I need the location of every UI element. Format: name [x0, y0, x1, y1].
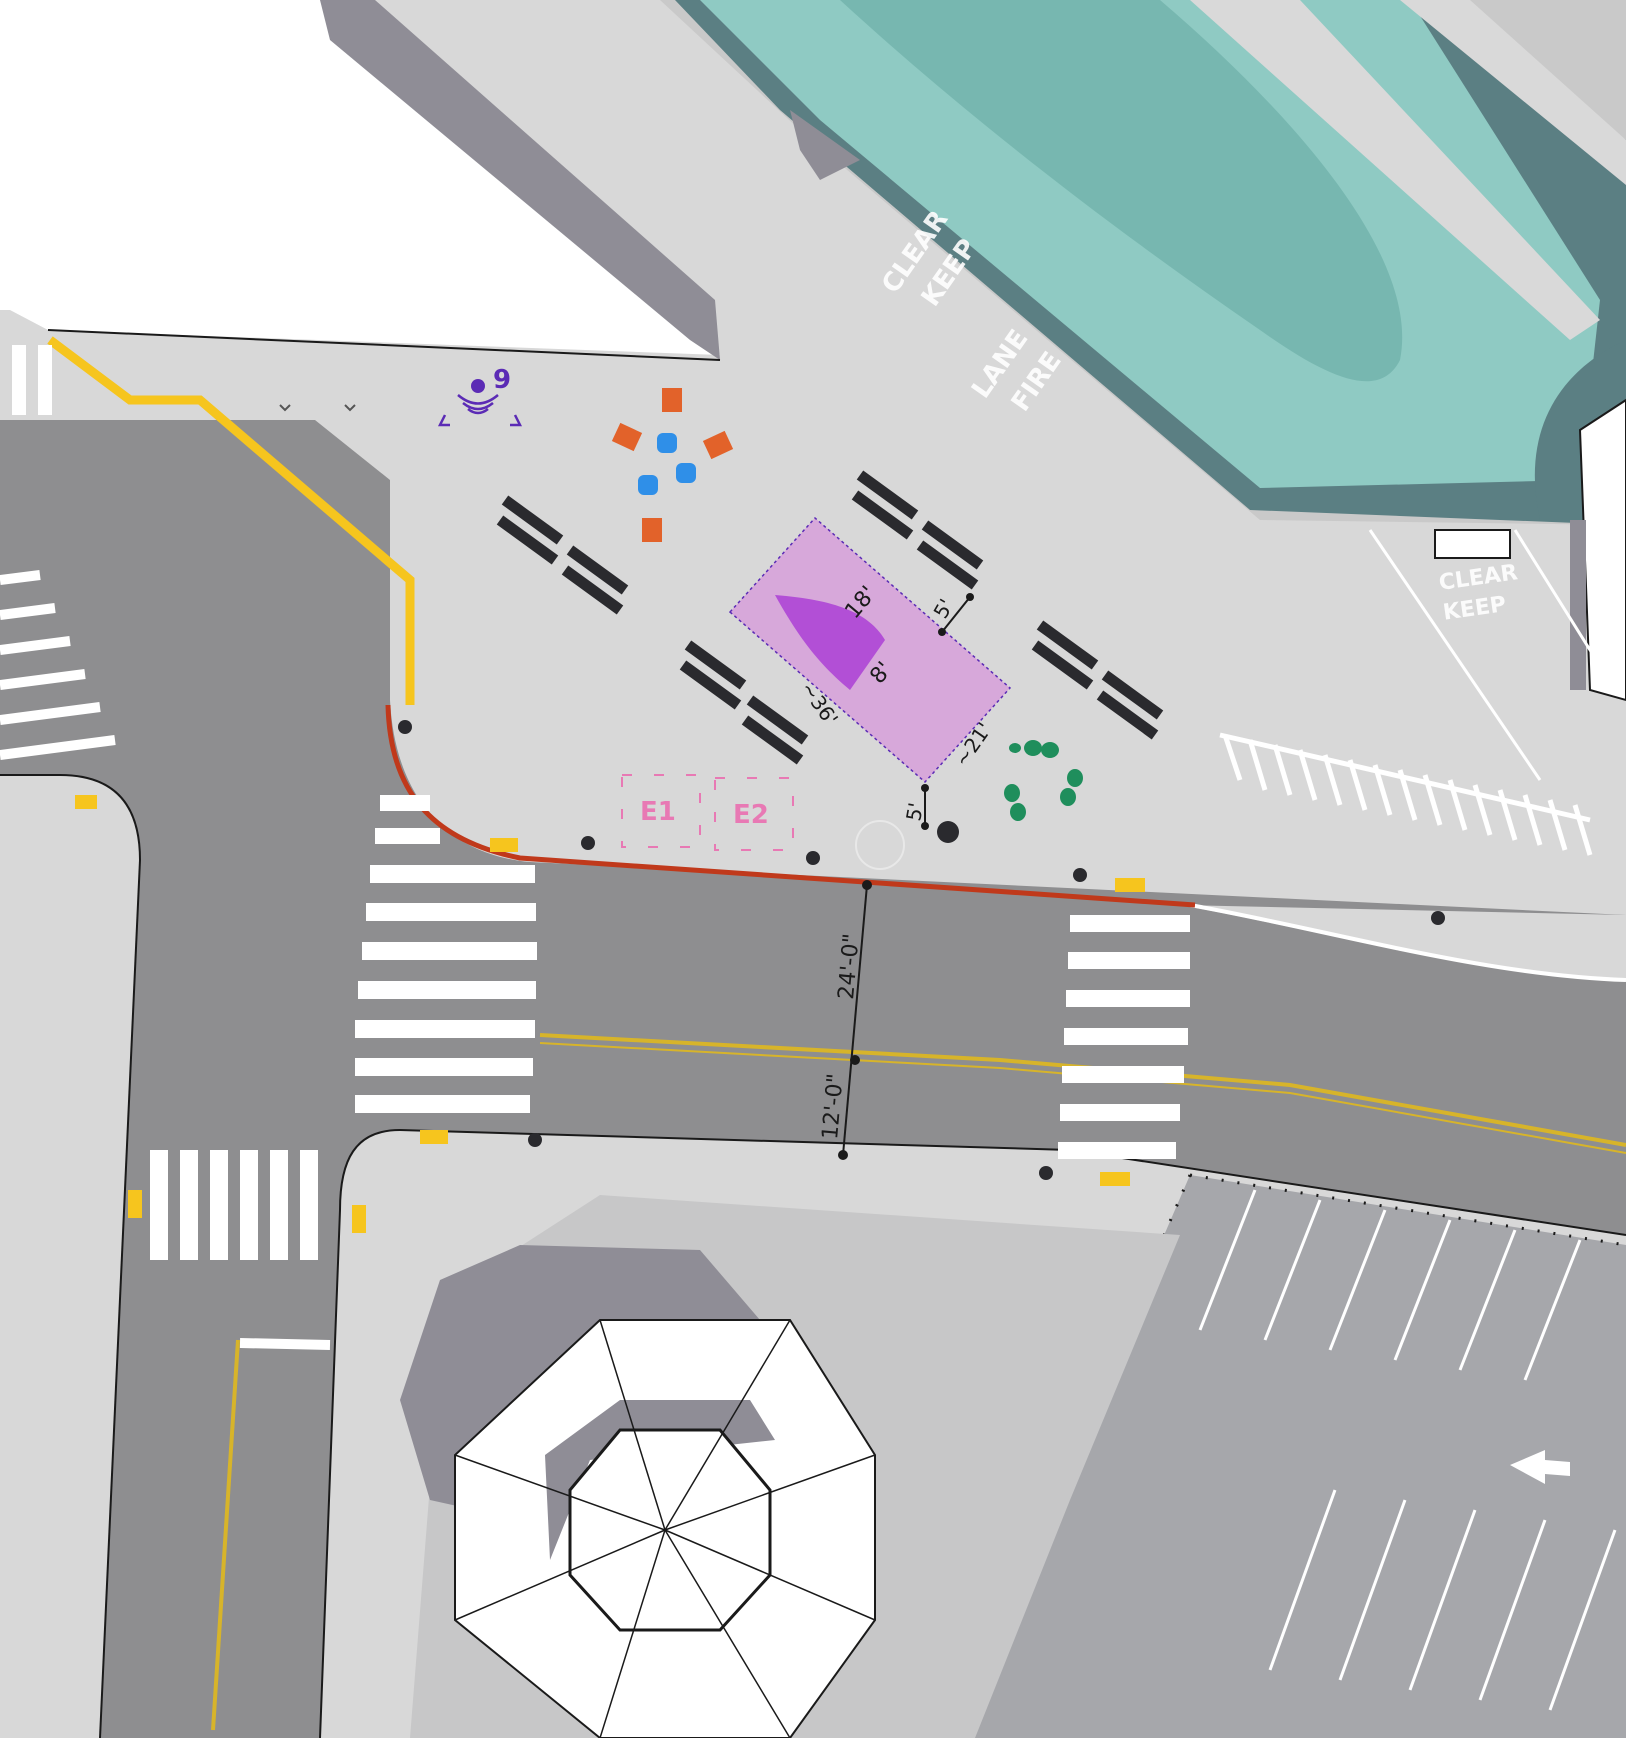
green-chair — [1009, 740, 1059, 758]
lane-lines-right — [1368, 529, 1617, 781]
curb-west-lower — [99, 859, 141, 1738]
diagonal-stripes — [1219, 732, 1593, 856]
building-edge — [47, 329, 721, 361]
zone-e1: E1 — [621, 774, 701, 848]
bollards — [398, 720, 1445, 1180]
orange-seat — [611, 422, 643, 452]
pool-deep — [840, 0, 1403, 382]
small-corner-marks — [279, 404, 356, 412]
curb-north — [1189, 903, 1626, 982]
crosswalk-diagonal — [0, 570, 116, 760]
parking-stalls — [1198, 1189, 1617, 1711]
zone-e1-label: E1 — [640, 797, 676, 827]
orange-seat — [702, 430, 734, 460]
road-west — [0, 420, 1626, 1738]
benches — [496, 470, 1164, 765]
orange-seat — [642, 518, 662, 542]
seating-cluster-orange-blue — [611, 388, 734, 542]
curb-sw-corner — [319, 1129, 401, 1738]
crosswalk-east — [1058, 915, 1190, 1159]
building-footprint — [0, 0, 720, 355]
zone-e2-label: E2 — [733, 800, 769, 830]
speaker-marker: 9 — [437, 365, 523, 427]
octagon-inner — [568, 1428, 772, 1632]
west-yellow-line — [211, 1339, 240, 1731]
crosswalk-southwest — [150, 1150, 318, 1260]
orange-seat — [662, 388, 682, 412]
lane-dimension: 24'-0" 12'-0" — [818, 880, 872, 1160]
crosswalk-west — [355, 795, 537, 1113]
bench — [496, 495, 564, 565]
ghost-circle — [855, 820, 905, 870]
crosswalk-northwest — [12, 345, 52, 415]
bench — [561, 545, 629, 615]
yellow-curb — [47, 336, 415, 705]
speaker-waves-icon — [457, 394, 499, 415]
clearance-lower: 5' — [901, 784, 929, 830]
zone-e1-boundary — [621, 774, 701, 848]
green-chair — [1004, 784, 1026, 821]
building-shadow — [320, 0, 720, 360]
pool-deck-strip-2 — [1400, 0, 1626, 185]
speaker-bracket-icon — [437, 414, 523, 427]
speaker-number: 9 — [493, 365, 511, 395]
blue-seat — [676, 463, 696, 483]
pool-deck-strip — [1190, 0, 1600, 340]
bench — [916, 520, 984, 590]
bench — [741, 695, 809, 765]
bench — [679, 640, 747, 710]
lane-north-label: 24'-0" — [834, 932, 865, 1000]
curb-ramps — [75, 795, 1145, 1233]
blue-seat — [638, 475, 658, 495]
stop-bar-sw — [239, 1338, 331, 1350]
bench — [851, 470, 919, 540]
loading-box — [1434, 529, 1511, 559]
pool-pillar — [790, 110, 860, 180]
zone-e2-boundary — [714, 777, 794, 851]
green-chair — [1060, 769, 1083, 806]
bench — [1031, 620, 1099, 690]
curb-west-inner — [0, 774, 141, 861]
green-seating — [1004, 740, 1083, 821]
clearance-lower-label: 5' — [901, 801, 928, 823]
parking-lot — [960, 1175, 1626, 1738]
zone-e2: E2 — [714, 777, 794, 851]
right-structure-shadow — [1570, 520, 1586, 690]
right-structure — [1578, 398, 1626, 702]
bench — [1096, 670, 1164, 740]
blue-seat — [657, 433, 677, 453]
lane-south-label: 12'-0" — [818, 1072, 849, 1140]
speaker-icon — [471, 379, 485, 393]
red-curb — [385, 704, 1196, 908]
octagon-spokes — [454, 1319, 876, 1738]
stage — [775, 595, 885, 690]
parking-arrow-icon — [1510, 1450, 1570, 1484]
